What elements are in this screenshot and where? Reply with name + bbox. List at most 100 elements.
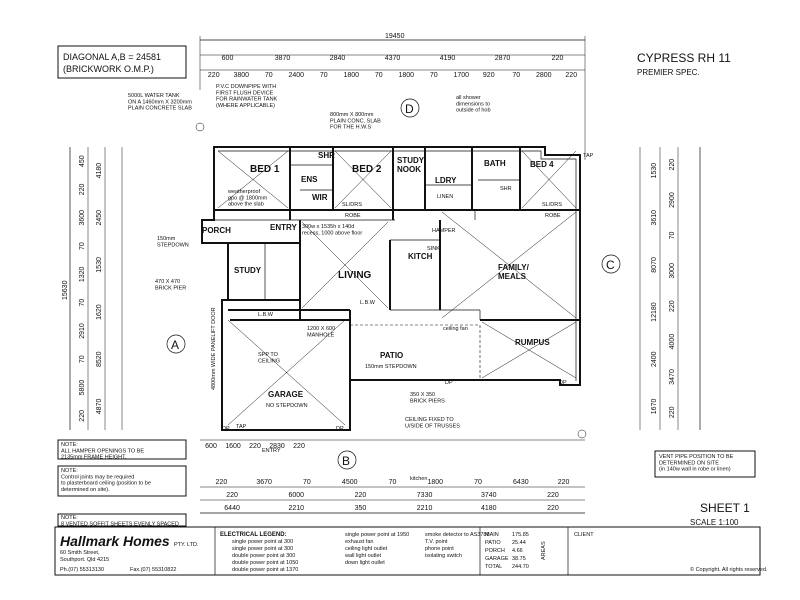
dim-bottom: 2210 bbox=[417, 505, 433, 512]
dim-top: 1700 bbox=[453, 72, 469, 79]
dim-top: 600 bbox=[222, 55, 234, 62]
dim-right: 2900 bbox=[669, 192, 676, 208]
legend-item: double power point at 1370 bbox=[232, 567, 298, 573]
dim-bottom: 220 bbox=[216, 479, 228, 486]
dim-top: 220 bbox=[208, 72, 220, 79]
room-hamper: HAMPER bbox=[432, 228, 456, 234]
brickwork-text: (BRICKWORK O.M.P.) bbox=[63, 64, 154, 74]
dim-bottom: 3740 bbox=[481, 492, 497, 499]
note-dp3: DP bbox=[445, 380, 453, 386]
company-suffix: PTY. LTD. bbox=[174, 542, 199, 548]
room-bed2: BED 2 bbox=[352, 164, 382, 175]
dim-left: 2910 bbox=[79, 323, 86, 339]
vent-box bbox=[654, 450, 756, 478]
dim-bottom: 70 bbox=[389, 479, 397, 486]
area-cell: 244.70 bbox=[512, 564, 529, 570]
room-garage-note: NO STEPDOWN bbox=[266, 403, 308, 409]
copyright: © Copyright. All rights reserved. bbox=[690, 566, 768, 573]
dim-left: 2450 bbox=[96, 210, 103, 226]
legend-item: wall light outlet bbox=[344, 553, 382, 559]
room-porch: PORCH bbox=[202, 226, 231, 235]
legend-item: phone point bbox=[425, 546, 454, 552]
room-sldrs1: SL/DRS bbox=[342, 202, 362, 208]
dim-top: 920 bbox=[483, 72, 495, 79]
note-ceiling-fan: ceiling fan bbox=[443, 326, 468, 332]
room-linen: LINEN bbox=[437, 194, 453, 200]
dim-top: 2400 bbox=[288, 72, 304, 79]
room-robe1: ROBE bbox=[345, 213, 361, 219]
room-ens: ENS bbox=[301, 175, 318, 184]
legend-item: double power point at 300 bbox=[232, 553, 295, 559]
dim-bottom: 1800 bbox=[427, 479, 443, 486]
dim-top: 2870 bbox=[495, 55, 511, 62]
dim-top: 4190 bbox=[440, 55, 456, 62]
dim-top: 70 bbox=[320, 72, 328, 79]
plan-title: CYPRESS RH 11 bbox=[637, 51, 731, 65]
note-hamper-box bbox=[57, 439, 187, 460]
dim-bottom: 220 bbox=[547, 505, 559, 512]
area-cell: 38.75 bbox=[512, 556, 526, 562]
dim-left: 3600 bbox=[79, 210, 86, 226]
room-bath: BATH bbox=[484, 159, 506, 168]
svg-text:D: D bbox=[405, 102, 414, 116]
legend-item: exhaust fan bbox=[345, 539, 373, 545]
dim-left: 8520 bbox=[96, 351, 103, 367]
dim-left: 220 bbox=[79, 410, 86, 422]
area-cell: TOTAL bbox=[485, 564, 502, 570]
note-dp4: DP bbox=[559, 380, 567, 386]
diagonal-text: DIAGONAL A,B = 24581 bbox=[63, 52, 161, 62]
legend-item: single power point at 1950 bbox=[345, 532, 409, 538]
area-cell: 25.44 bbox=[512, 540, 526, 546]
dim-bottom: 220 bbox=[355, 492, 367, 499]
dim-right: 3470 bbox=[669, 369, 676, 385]
dim-bottom: 220 bbox=[293, 443, 305, 450]
dim-top: 70 bbox=[375, 72, 383, 79]
room-sink: SINK bbox=[427, 246, 440, 252]
dim-left: 4870 bbox=[96, 399, 103, 415]
room-family: FAMILY/MEALS bbox=[498, 263, 530, 281]
dim-bottom: 6000 bbox=[288, 492, 304, 499]
svg-text:A: A bbox=[171, 338, 179, 352]
note-soffit-box bbox=[57, 513, 187, 527]
dim-right: 220 bbox=[669, 159, 676, 171]
dim-left: 70 bbox=[79, 299, 86, 307]
room-patio-note: 150mm STEPDOWN bbox=[365, 364, 417, 370]
dim-bottom: 4180 bbox=[481, 505, 497, 512]
dim-right: 220 bbox=[669, 300, 676, 312]
legend-item: ceiling light outlet bbox=[345, 546, 388, 552]
legend-item: isolating switch bbox=[425, 553, 462, 559]
note-kitchen: kitchen bbox=[410, 476, 427, 482]
note-tap1: TAP bbox=[583, 153, 594, 159]
dim-top: 2840 bbox=[330, 55, 346, 62]
dim-right: 3000 bbox=[669, 263, 676, 279]
dim-left: 5800 bbox=[79, 380, 86, 396]
dim-bottom: 1600 bbox=[225, 443, 241, 450]
dim-top: 70 bbox=[430, 72, 438, 79]
area-cell: MAIN bbox=[485, 532, 499, 538]
dim-right: 3610 bbox=[651, 210, 658, 226]
dim-overall-depth: 15630 bbox=[62, 280, 69, 300]
client-label: CLIENT bbox=[574, 532, 594, 538]
dim-top: 70 bbox=[265, 72, 273, 79]
dim-right: 8070 bbox=[651, 257, 658, 273]
dim-left: 70 bbox=[79, 355, 86, 363]
company-name: Hallmark Homes bbox=[60, 533, 170, 549]
dim-left: 4180 bbox=[96, 163, 103, 179]
room-shr1: SHR bbox=[318, 151, 335, 160]
dim-right: 1530 bbox=[651, 163, 658, 179]
